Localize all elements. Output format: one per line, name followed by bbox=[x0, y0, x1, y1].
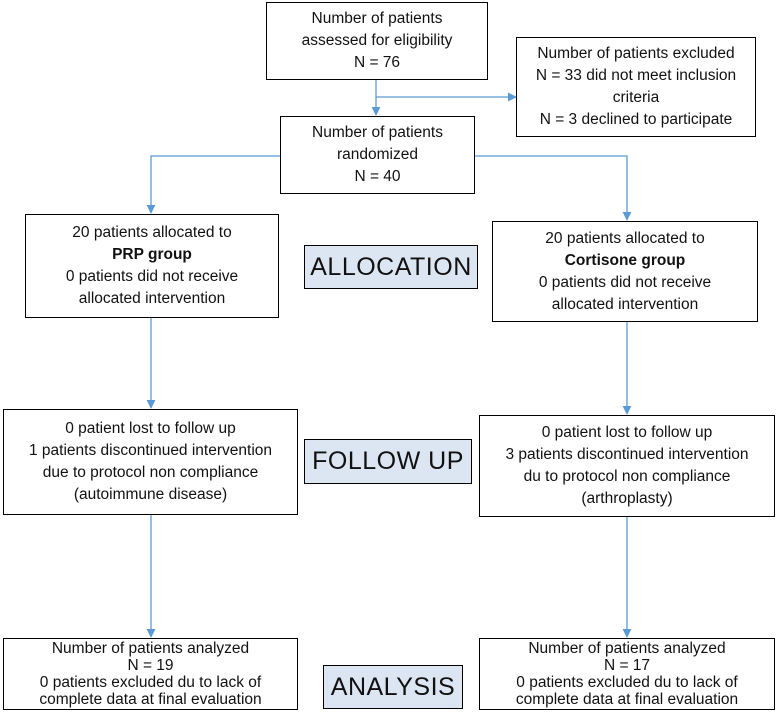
cortisone-allocation-box: 20 patients allocated to Cortisone group… bbox=[492, 221, 758, 322]
prp-analysis-box: Number of patients analyzed N = 19 0 pat… bbox=[3, 638, 298, 710]
randomized-line-3: N = 40 bbox=[354, 168, 401, 185]
assessed-box: Number of patients assessed for eligibil… bbox=[266, 2, 488, 80]
cortisone-followup-line-1: 0 patient lost to follow up bbox=[541, 424, 713, 441]
allocation-stage-label: ALLOCATION bbox=[304, 245, 478, 289]
analysis-stage-label: ANALYSIS bbox=[323, 665, 463, 709]
prp-followup-line-2: 1 patients discontinued intervention bbox=[29, 442, 272, 459]
prp-followup-line-3: due to protocol non compliance bbox=[42, 464, 259, 481]
randomized-line-2: randomized bbox=[337, 146, 418, 163]
cortisone-followup-line-4: (arthroplasty) bbox=[581, 490, 673, 507]
arrow-randomized-prp bbox=[146, 155, 280, 214]
prp-analysis-line-1: Number of patients analyzed bbox=[51, 640, 250, 657]
prp-followup-box: 0 patient lost to follow up 1 patients d… bbox=[3, 409, 298, 515]
cortisone-allocation-line-4: allocated intervention bbox=[551, 295, 699, 313]
excluded-line-3: criteria bbox=[612, 89, 660, 106]
randomized-box: Number of patients randomized N = 40 bbox=[280, 116, 475, 194]
cortisone-analysis-line-3: 0 patients excluded du to lack of bbox=[516, 674, 738, 691]
cortisone-allocation-line-3: 0 patients did not receive bbox=[538, 273, 712, 291]
prp-allocation-box: 20 patients allocated to PRP group 0 pat… bbox=[25, 214, 279, 318]
cortisone-followup-line-2: 3 patients discontinued intervention bbox=[505, 446, 749, 463]
prp-analysis-line-3: 0 patients excluded du to lack of bbox=[39, 674, 262, 691]
excluded-line-2: N = 33 did not meet inclusion bbox=[535, 67, 737, 84]
prp-allocation-line-1: 20 patients allocated to bbox=[72, 224, 232, 241]
prp-allocation-line-4: allocated intervention bbox=[78, 290, 226, 307]
cortisone-analysis-box: Number of patients analyzed N = 17 0 pat… bbox=[479, 638, 775, 710]
excluded-line-4: N = 3 declined to participate bbox=[539, 111, 733, 128]
followup-stage-label: FOLLOW UP bbox=[304, 439, 472, 484]
cortisone-group-label: Cortisone group bbox=[564, 251, 686, 269]
assessed-line-3: N = 76 bbox=[353, 54, 401, 71]
cortisone-allocation-line-1: 20 patients allocated to bbox=[545, 229, 705, 247]
prp-group-label: PRP group bbox=[112, 246, 192, 263]
randomized-line-1: Number of patients bbox=[312, 124, 443, 141]
cortisone-analysis-line-2: N = 17 bbox=[603, 657, 651, 674]
assessed-line-2: assessed for eligibility bbox=[301, 32, 453, 49]
arrow-randomized-cortisone bbox=[475, 155, 632, 221]
prp-followup-line-1: 0 patient lost to follow up bbox=[65, 420, 236, 437]
cortisone-followup-line-3: du to protocol non compliance bbox=[523, 468, 731, 485]
prp-allocation-line-3: 0 patients did not receive bbox=[65, 268, 239, 285]
prp-analysis-line-2: N = 19 bbox=[127, 657, 174, 674]
cortisone-analysis-line-4: complete data at final evaluation bbox=[515, 691, 739, 708]
excluded-line-1: Number of patients excluded bbox=[537, 45, 735, 62]
prp-analysis-line-4: complete data at final evaluation bbox=[39, 691, 262, 708]
excluded-box: Number of patients excluded N = 33 did n… bbox=[516, 37, 756, 137]
assessed-line-1: Number of patients bbox=[311, 10, 443, 27]
prp-followup-line-4: (autoimmune disease) bbox=[73, 486, 228, 503]
cortisone-followup-box: 0 patient lost to follow up 3 patients d… bbox=[479, 415, 775, 517]
cortisone-analysis-line-1: Number of patients analyzed bbox=[528, 640, 726, 657]
